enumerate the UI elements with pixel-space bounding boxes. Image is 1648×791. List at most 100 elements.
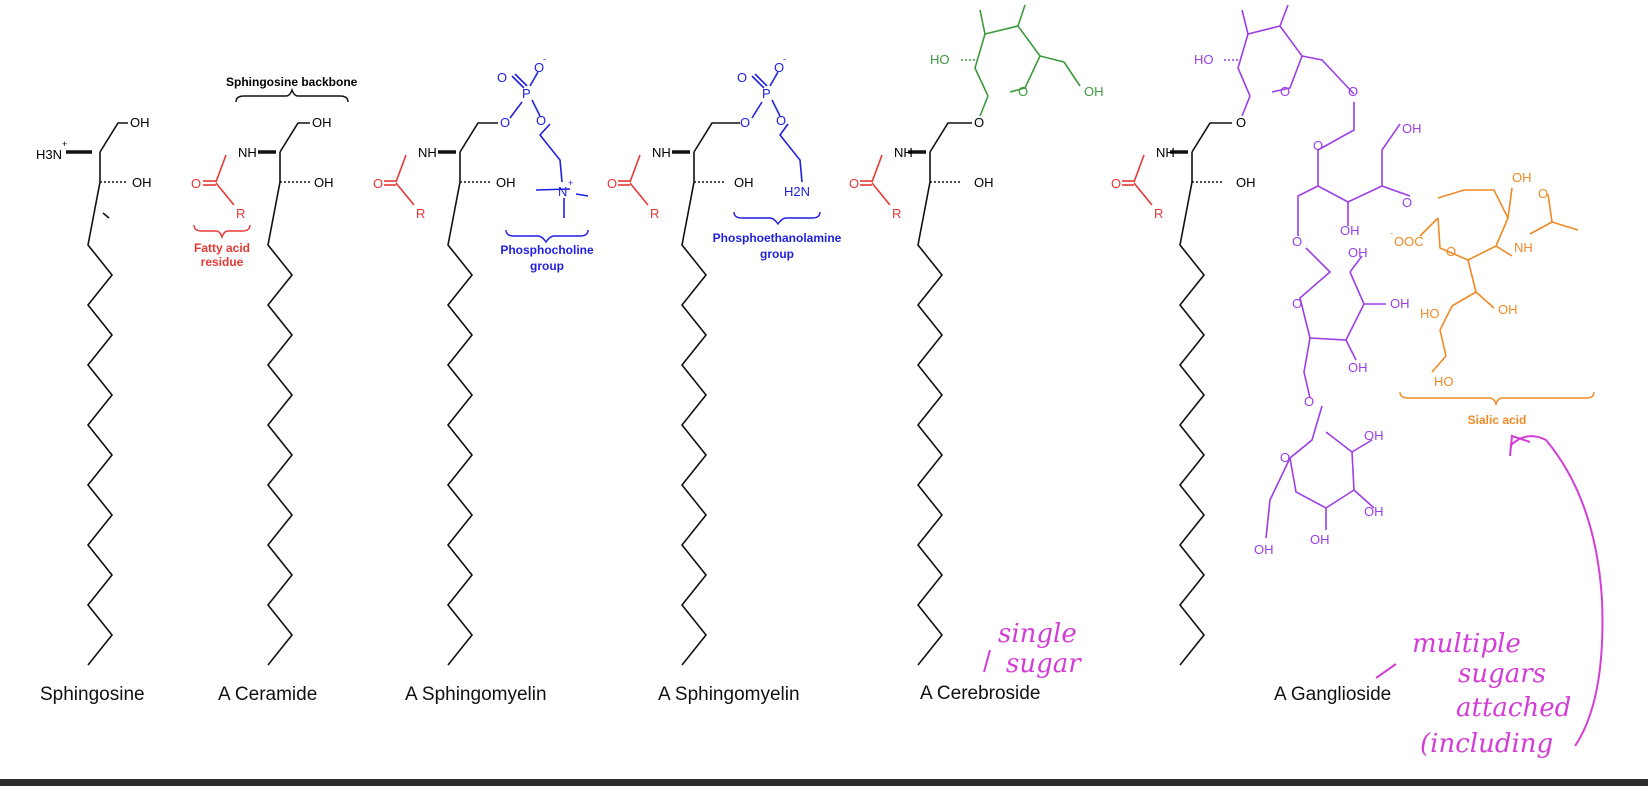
caption-ceramide: A Ceramide (218, 684, 317, 705)
cerebroside-nh: NH (894, 145, 913, 160)
caption-sphingomyelin-1: A Sphingomyelin (405, 684, 547, 705)
ganglioside-link-o-2: O (1402, 195, 1412, 210)
cerebroside-backbone (908, 122, 972, 666)
phosphoethanolamine-ester-o: O (740, 115, 750, 130)
ganglioside-sugar3-ring-o: O (1292, 296, 1302, 311)
cerebroside-fatty-acid (860, 154, 891, 206)
sialic-nh: NH (1514, 240, 1533, 255)
ganglioside-nh: NH (1156, 145, 1175, 160)
ganglioside-link-o-3: O (1292, 234, 1302, 249)
sphingomyelin-1-backbone (438, 122, 498, 666)
cerebroside-sugar-oh: OH (1084, 84, 1104, 99)
ganglioside-sugar3-oh-top: OH (1348, 245, 1368, 260)
phosphocholine-group (505, 71, 589, 244)
sialic-charge-minus: - (1390, 228, 1393, 238)
cerebroside-carbonyl-o: O (849, 176, 859, 191)
ganglioside-sugar1-ring-o: O (1280, 84, 1290, 99)
sphingomyelin-2-nh: NH (652, 145, 671, 160)
ceramide-oh-lower: OH (314, 175, 334, 190)
sialic-oh-mid: OH (1498, 302, 1518, 317)
ganglioside-r: R (1154, 206, 1163, 221)
handwritten-sugars: sugars (1458, 659, 1546, 689)
phosphocholine-p: P (522, 86, 531, 101)
ceramide-fatty-acid (193, 154, 251, 240)
handwritten-including: (including (1420, 729, 1553, 759)
phosphoethanolamine-charge-minus: - (783, 54, 786, 64)
handwritten-multiple: multiple (1412, 629, 1521, 659)
ganglioside-fatty-acid (1122, 154, 1153, 206)
phosphocholine-charge-plus: + (568, 178, 573, 188)
ganglioside-sugar4-oh-top: OH (1364, 428, 1384, 443)
phosphocholine-bridge-o: O (536, 113, 546, 128)
sphingosine-oh-lower: OH (132, 175, 152, 190)
bottom-edge-bar (0, 779, 1648, 786)
ceramide-carbonyl-o: O (191, 176, 201, 191)
ganglioside-link-o-1: O (1348, 84, 1358, 99)
sialic-oh-top: OH (1512, 170, 1532, 185)
phosphoethanolamine-p: P (762, 86, 771, 101)
ganglioside-backbone (1170, 122, 1232, 666)
sphingosine-amine: H3N (36, 147, 62, 162)
handwritten-single: single (998, 619, 1077, 649)
sphingomyelin-2-carbonyl-o: O (607, 176, 617, 191)
annotation-single-sugar: single sugar (983, 619, 1082, 679)
label-phosphocholine-2: group (530, 259, 564, 273)
ganglioside-sugar3-oh-bottom: OH (1348, 360, 1368, 375)
ganglioside-sugar4-ring-o: O (1280, 450, 1290, 465)
caption-sphingomyelin-2: A Sphingomyelin (658, 684, 800, 705)
sialic-ring-o: O (1446, 244, 1456, 259)
sphingosine-chain (86, 152, 114, 666)
ceramide-r: R (236, 206, 245, 221)
handwritten-attached: attached (1456, 693, 1571, 723)
ganglioside-sugar-chain (1222, 4, 1411, 539)
ganglioside-link-o-4: O (1304, 394, 1314, 409)
label-fatty-acid-1: Fatty acid (194, 241, 250, 255)
sphingomyelin-1-carbonyl-o: O (373, 176, 383, 191)
sialic-acid (1399, 187, 1595, 407)
ganglioside-carbonyl-o: O (1111, 176, 1121, 191)
sphingomyelin-1-nh: NH (418, 145, 437, 160)
sialic-ho-mid: HO (1420, 306, 1440, 321)
ganglioside-sugar2-oh-bottom: OH (1340, 223, 1360, 238)
phosphoethanolamine-amine: H2N (784, 184, 810, 199)
label-phosphoethanolamine-2: group (760, 247, 794, 261)
phosphocholine-double-o: O (497, 70, 507, 85)
cerebroside-glycosidic-o: O (974, 115, 984, 130)
label-sialic-acid: Sialic acid (1468, 413, 1527, 427)
ganglioside-sugar4-oh-bottom: OH (1310, 532, 1330, 547)
sphingomyelin-2-oh: OH (734, 175, 754, 190)
phosphocholine-charge-minus: - (543, 54, 546, 64)
ceramide-oh-top: OH (312, 115, 332, 130)
sphingomyelin-1-r: R (416, 206, 425, 221)
ganglioside-sugar3-oh-right: OH (1390, 296, 1410, 311)
cerebroside-sugar (960, 4, 1081, 117)
sphingosine-charge: + (62, 139, 67, 149)
phosphoethanolamine-bridge-o: O (776, 113, 786, 128)
cerebroside-r: R (892, 206, 901, 221)
sphingomyelin-1-fatty-acid (384, 154, 415, 206)
handwritten-sugar: sugar (1006, 649, 1082, 679)
ganglioside-oh: OH (1236, 175, 1256, 190)
sphingosine-oh-top: OH (130, 115, 150, 130)
label-fatty-acid-2: residue (201, 255, 244, 269)
cerebroside-ring-o: O (1018, 84, 1028, 99)
sialic-ho-bottom: HO (1434, 374, 1454, 389)
sphingomyelin-2-backbone (672, 122, 740, 666)
ganglioside-sugar1-ho: HO (1194, 52, 1214, 67)
sphingomyelin-1-oh: OH (496, 175, 516, 190)
sphingosine-structure (66, 122, 128, 666)
label-phosphocholine-1: Phosphocholine (500, 243, 594, 257)
sphingomyelin-2-fatty-acid (618, 154, 649, 206)
ceramide-backbone (235, 87, 349, 666)
sialic-acetyl-o: O (1538, 186, 1548, 201)
ganglioside-glycosidic-o: O (1236, 115, 1246, 130)
caption-sphingosine: Sphingosine (40, 684, 145, 705)
phosphoethanolamine-group (733, 71, 821, 226)
ceramide-nh: NH (238, 145, 257, 160)
ganglioside-sugar2-ring-o: O (1313, 138, 1323, 153)
sphingomyelin-2-r: R (650, 206, 659, 221)
phosphocholine-ester-o: O (500, 115, 510, 130)
phosphoethanolamine-o-minus: O (774, 60, 784, 75)
cerebroside-oh: OH (974, 175, 994, 190)
